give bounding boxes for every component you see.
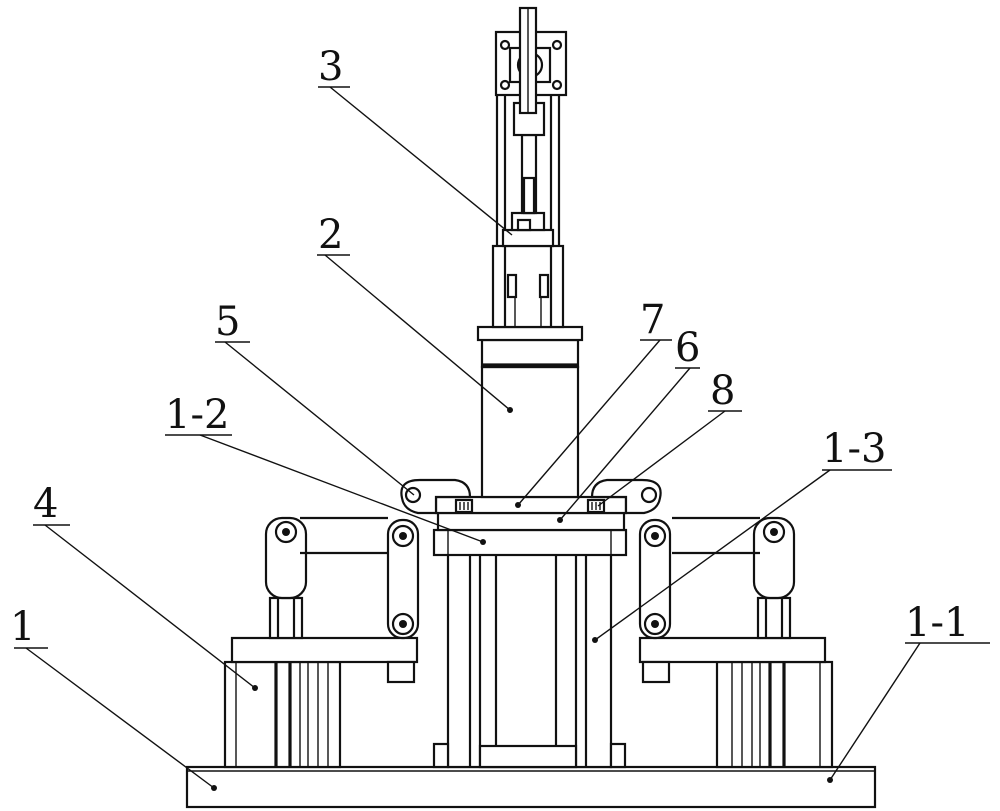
- left-cylinder-block: [223, 636, 419, 769]
- center-column: [432, 551, 627, 769]
- label-2: 2: [318, 212, 343, 258]
- label-7: 7: [640, 297, 665, 343]
- base-plate: [185, 765, 877, 809]
- label-1-3: 1-3: [822, 426, 886, 472]
- label-1: 1: [10, 604, 35, 650]
- left-linkage: [264, 478, 472, 640]
- label-1-2: 1-2: [165, 392, 229, 438]
- label-5: 5: [215, 299, 240, 345]
- main-cylinder: [476, 325, 584, 499]
- right-linkage: [590, 478, 796, 640]
- right-cylinder-block: [638, 636, 834, 769]
- label-4: 4: [33, 481, 58, 527]
- label-1-1: 1-1: [905, 600, 969, 646]
- platform-assembly: [432, 495, 628, 557]
- upper-guide-assembly: [491, 6, 568, 329]
- label-6: 6: [675, 325, 700, 371]
- label-8: 8: [710, 368, 735, 414]
- label-3: 3: [318, 44, 343, 90]
- leader-lines: [14, 86, 990, 791]
- part-labels: 1 1-1 1-2 1-3 2 3 4 5 6 7 8: [10, 44, 969, 650]
